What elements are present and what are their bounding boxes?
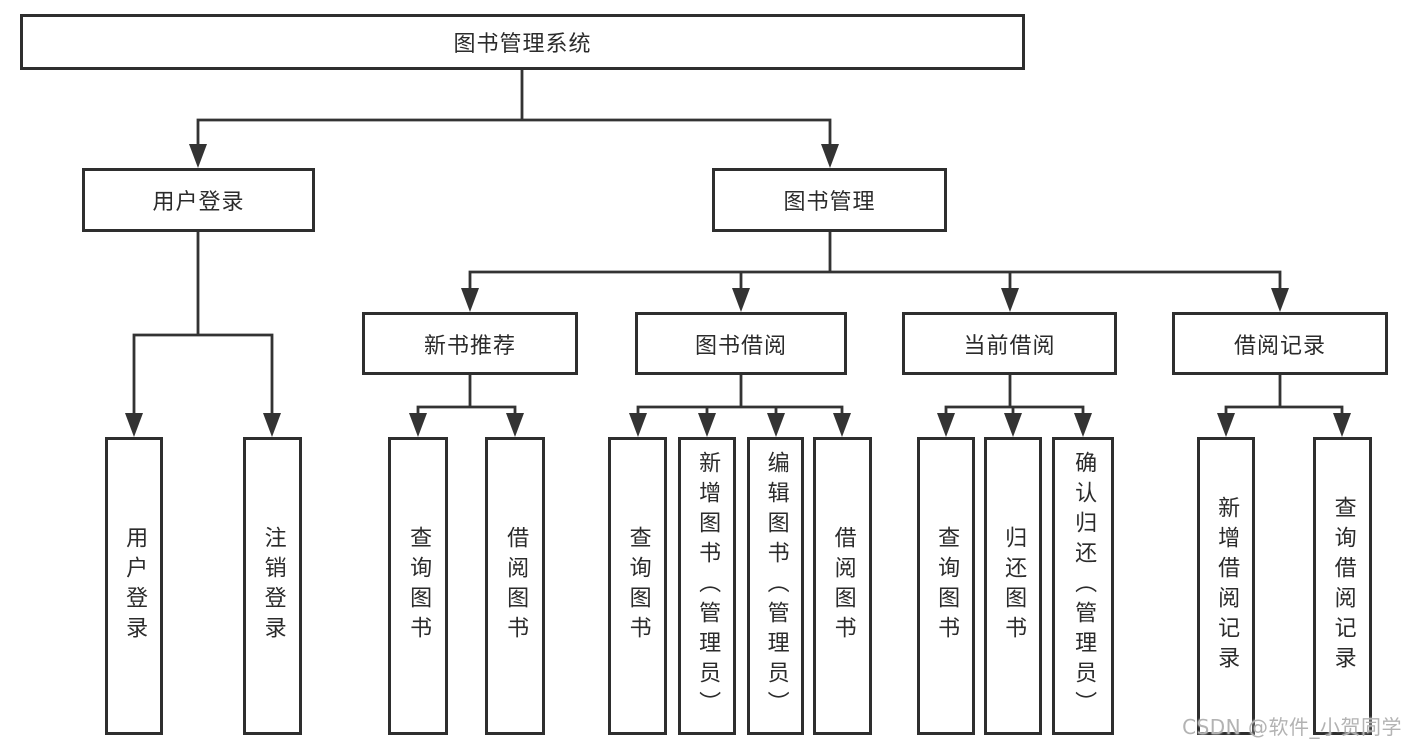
node-new-book-recommendation-label: 新书推荐 bbox=[423, 333, 516, 359]
leaf-confirm-return-admin-label: 确认归还（管理员） bbox=[1071, 451, 1097, 721]
node-user-login: 用户登录 bbox=[82, 168, 315, 232]
node-book-borrowing-label: 图书借阅 bbox=[694, 333, 787, 359]
leaf-add-borrow-record-label: 新增借阅记录 bbox=[1214, 496, 1240, 676]
leaf-borrow-books-newbook-label: 借阅图书 bbox=[503, 526, 529, 646]
node-new-book-recommendation: 新书推荐 bbox=[362, 312, 578, 375]
leaf-query-books-current: 查询图书 bbox=[917, 437, 975, 735]
leaf-borrow-books-newbook: 借阅图书 bbox=[485, 437, 545, 735]
node-root-label: 图书管理系统 bbox=[453, 32, 592, 57]
leaf-user-login: 用户登录 bbox=[105, 437, 163, 735]
node-borrowing-records: 借阅记录 bbox=[1172, 312, 1388, 375]
leaf-add-book-admin-label: 新增图书（管理员） bbox=[695, 451, 721, 721]
leaf-query-books-current-label: 查询图书 bbox=[934, 526, 960, 646]
leaf-borrow-books-borrowing: 借阅图书 bbox=[813, 437, 872, 735]
node-user-login-label: 用户登录 bbox=[152, 190, 245, 215]
leaf-query-books-borrowing-label: 查询图书 bbox=[625, 526, 651, 646]
leaf-logout-label: 注销登录 bbox=[260, 526, 286, 646]
leaf-logout: 注销登录 bbox=[243, 437, 302, 735]
node-root: 图书管理系统 bbox=[20, 14, 1025, 70]
arrowheads bbox=[125, 144, 1351, 437]
leaf-query-borrow-record-label: 查询借阅记录 bbox=[1330, 496, 1356, 676]
leaf-return-books: 归还图书 bbox=[984, 437, 1042, 735]
leaf-user-login-label: 用户登录 bbox=[122, 526, 148, 646]
leaf-add-book-admin: 新增图书（管理员） bbox=[678, 437, 736, 735]
node-book-borrowing: 图书借阅 bbox=[635, 312, 847, 375]
csdn-watermark: CSDN @软件_小贺同学 bbox=[1182, 715, 1402, 739]
node-current-borrowing-label: 当前借阅 bbox=[963, 333, 1056, 359]
node-book-management: 图书管理 bbox=[712, 168, 947, 232]
node-book-management-label: 图书管理 bbox=[783, 190, 876, 215]
leaf-return-books-label: 归还图书 bbox=[1001, 526, 1027, 646]
leaf-query-books-borrowing: 查询图书 bbox=[608, 437, 667, 735]
leaf-query-books-newbook: 查询图书 bbox=[388, 437, 448, 735]
leaf-confirm-return-admin: 确认归还（管理员） bbox=[1052, 437, 1114, 735]
leaf-query-borrow-record: 查询借阅记录 bbox=[1313, 437, 1372, 735]
leaf-edit-book-admin: 编辑图书（管理员） bbox=[747, 437, 804, 735]
node-current-borrowing: 当前借阅 bbox=[902, 312, 1117, 375]
leaf-edit-book-admin-label: 编辑图书（管理员） bbox=[763, 451, 789, 721]
leaf-borrow-books-borrowing-label: 借阅图书 bbox=[830, 526, 856, 646]
leaf-add-borrow-record: 新增借阅记录 bbox=[1197, 437, 1255, 735]
node-borrowing-records-label: 借阅记录 bbox=[1233, 333, 1326, 359]
leaf-query-books-newbook-label: 查询图书 bbox=[406, 526, 432, 646]
